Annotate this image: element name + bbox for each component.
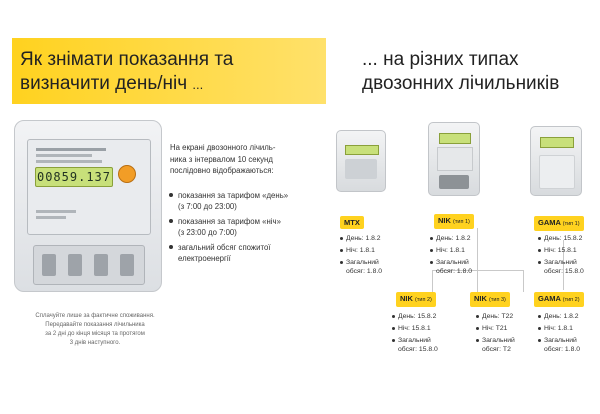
title-left-line1: Як знімати показання та bbox=[20, 49, 234, 70]
connector-horizontal bbox=[432, 270, 524, 271]
description-line1: На екрані двозонного лічиль- bbox=[170, 143, 276, 152]
nik2-day: День: 15.8.2 bbox=[392, 312, 438, 321]
footnote-line1: Сплачуйте лише за фактичне споживання. bbox=[35, 313, 155, 319]
mtx-total2: обсяг: 1.8.0 bbox=[346, 268, 383, 275]
gama2-day: День: 1.8.2 bbox=[538, 312, 580, 321]
meter-description: На екрані двозонного лічиль- ника з інте… bbox=[170, 142, 320, 177]
nik1-day: День: 1.8.2 bbox=[430, 234, 472, 243]
footnote-line3: за 2 дні до кінця місяця та протягом bbox=[45, 331, 145, 337]
description-line3: послідовно відображаються: bbox=[170, 166, 274, 175]
nik1-total2: обсяг: 1.8.0 bbox=[436, 268, 473, 275]
nik3-total2: обсяг: T2 bbox=[482, 346, 511, 353]
description-line2: ника з інтервалом 10 секунд bbox=[170, 154, 273, 164]
bullet-day-text: показання за тарифом «день» bbox=[178, 191, 289, 200]
title-left-text: визначити день/ніч bbox=[20, 73, 188, 94]
title-left-line2: визначити день/ніч ... bbox=[20, 72, 203, 97]
badge-nik1: NIK (тип 1) bbox=[434, 214, 474, 229]
nik3-day: День: T22 bbox=[476, 312, 515, 321]
mtx-total: Загальний bbox=[340, 258, 382, 267]
mtx-day: День: 1.8.2 bbox=[340, 234, 382, 243]
nik2-values: День: 15.8.2 Ніч: 15.8.1 Загальний обсяг… bbox=[392, 312, 438, 354]
nik1-night: Ніч: 1.8.1 bbox=[430, 246, 472, 255]
title-highlight-box bbox=[12, 38, 326, 104]
meter-faceplate bbox=[27, 139, 151, 235]
footnote: Сплачуйте лише за фактичне споживання. П… bbox=[20, 312, 170, 348]
meter-button-icon bbox=[118, 165, 136, 183]
connector-gama bbox=[563, 240, 564, 290]
connector-right-drop bbox=[523, 270, 524, 292]
bullet-night-time: (з 23:00 до 7:00) bbox=[178, 228, 237, 237]
badge-mtx-label: MTX bbox=[344, 218, 360, 227]
mtx-values: День: 1.8.2 Ніч: 1.8.1 Загальний обсяг: … bbox=[340, 234, 382, 276]
gama2-total: Загальний bbox=[538, 336, 580, 345]
meter-terminal-block bbox=[33, 245, 145, 285]
badge-nik3: NIK (тип 3) bbox=[470, 292, 510, 307]
mtx-night: Ніч: 1.8.1 bbox=[340, 246, 382, 255]
nik3-night: Ніч: T21 bbox=[476, 324, 515, 333]
mtx-meter-image bbox=[336, 130, 386, 192]
title-right-line1: ... на різних типах bbox=[362, 49, 519, 70]
badge-gama1: GAMA (тип 1) bbox=[534, 216, 584, 231]
badge-mtx: MTX bbox=[340, 216, 364, 229]
bullet-day-time: (з 7:00 до 23:00) bbox=[178, 202, 237, 211]
footnote-line4: 3 днів наступного. bbox=[69, 340, 121, 346]
bullet-total-sub: електроенергії bbox=[178, 254, 231, 263]
gama1-values: День: 15.8.2 Ніч: 15.8.1 Загальний обсяг… bbox=[538, 234, 584, 276]
gama1-total2: обсяг: 15.8.0 bbox=[544, 268, 584, 275]
nik-meter-image bbox=[428, 122, 480, 196]
gama1-night: Ніч: 15.8.1 bbox=[538, 246, 584, 255]
connector-left-drop bbox=[432, 270, 433, 292]
nik3-total: Загальний bbox=[476, 336, 515, 345]
nik2-night: Ніч: 15.8.1 bbox=[392, 324, 438, 333]
nik1-values: День: 1.8.2 Ніч: 1.8.1 Загальний обсяг: … bbox=[430, 234, 472, 276]
nik2-total2: обсяг: 15.8.0 bbox=[398, 346, 438, 353]
gama2-night: Ніч: 1.8.1 bbox=[538, 324, 580, 333]
gama2-values: День: 1.8.2 Ніч: 1.8.1 Загальний обсяг: … bbox=[538, 312, 580, 354]
title-right-line2: двозонних лічильників bbox=[362, 73, 560, 94]
nik3-values: День: T22 Ніч: T21 Загальний обсяг: T2 bbox=[476, 312, 515, 354]
bullet-night: показання за тарифом «ніч» (з 23:00 до 7… bbox=[169, 216, 318, 238]
nik1-total: Загальний bbox=[430, 258, 472, 267]
badge-nik2: NIK (тип 2) bbox=[396, 292, 436, 307]
connector-vertical bbox=[477, 228, 478, 294]
bullet-total: загальний обсяг спожитої електроенергії bbox=[169, 242, 318, 264]
title-left-ellipsis: ... bbox=[192, 77, 204, 92]
gama-meter-image bbox=[530, 126, 582, 196]
two-zone-meter-image: 00859.137 bbox=[14, 120, 162, 292]
footnote-line2: Передавайте показання лічильника bbox=[45, 322, 145, 328]
gama1-total: Загальний bbox=[538, 258, 584, 267]
bullet-day: показання за тарифом «день» (з 7:00 до 2… bbox=[169, 190, 318, 212]
bullet-total-text: загальний обсяг спожитої bbox=[178, 243, 271, 252]
bullet-night-text: показання за тарифом «ніч» bbox=[178, 217, 281, 226]
nik2-total: Загальний bbox=[392, 336, 438, 345]
gama2-total2: обсяг: 1.8.0 bbox=[544, 346, 581, 353]
badge-gama2: GAMA (тип 2) bbox=[534, 292, 584, 307]
meter-lcd-display: 00859.137 bbox=[35, 167, 113, 187]
gama1-day: День: 15.8.2 bbox=[538, 234, 584, 243]
